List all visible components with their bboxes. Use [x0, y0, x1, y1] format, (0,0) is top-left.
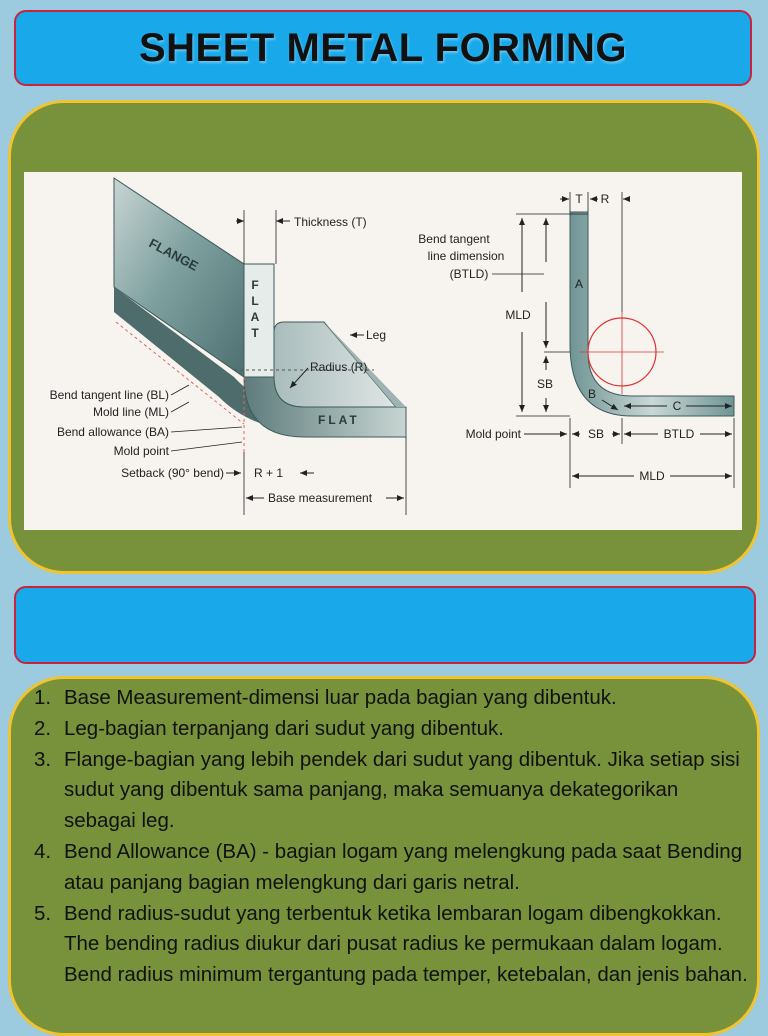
setback-label: Setback (90° bend): [121, 466, 224, 480]
bend-tangent-line-label: Bend tangent line (BL): [50, 388, 169, 402]
base-measurement-label: Base measurement: [268, 491, 373, 505]
diagram-svg: FLANGE F L A T FLAT Thickness (T) Leg Ra…: [50, 177, 735, 515]
sb-horizontal-label: SB: [588, 427, 604, 441]
bend-allowance-label: Bend allowance (BA): [57, 425, 169, 439]
list-item: 2. Leg-bagian terpanjang dari sudut yang…: [34, 714, 750, 745]
list-item-text: Bend radius-sudut yang terbentuk ketika …: [64, 901, 748, 987]
btld-line3: (BTLD): [450, 267, 489, 281]
sheet-metal-diagram: FLANGE F L A T FLAT Thickness (T) Leg Ra…: [24, 172, 742, 530]
list-item-text: Leg-bagian terpanjang dari sudut yang di…: [64, 716, 504, 740]
mld-horizontal-label: MLD: [639, 469, 665, 483]
flat-letter-a: A: [251, 310, 260, 324]
mold-point-label: Mold point: [114, 444, 170, 458]
list-item-text: Base Measurement-dimensi luar pada bagia…: [64, 686, 617, 709]
flat-letter-f: F: [251, 278, 258, 292]
list-item: 3. Flange-bagian yang lebih pendek dari …: [34, 745, 750, 837]
list-item-number: 2.: [34, 716, 52, 740]
t-label: T: [575, 192, 583, 206]
list-item-number: 4.: [34, 839, 52, 863]
btld-line1: Bend tangent: [418, 232, 490, 246]
list-item: 1. Base Measurement-dimensi luar pada ba…: [34, 683, 750, 714]
list-item-number: 5.: [34, 901, 52, 925]
list-item: 4. Bend Allowance (BA) - bagian logam ya…: [34, 837, 750, 899]
leg-label: Leg: [366, 328, 386, 342]
list-item-text: Flange-bagian yang lebih pendek dari sud…: [64, 747, 740, 833]
mold-point-right-label: Mold point: [466, 427, 522, 441]
bent-sheet-3d: [113, 177, 407, 452]
list-item-text: Bend Allowance (BA) - bagian logam yang …: [64, 839, 743, 894]
radius-label: Radius (R): [310, 360, 367, 374]
b-label: B: [588, 387, 596, 401]
definitions-list: 1. Base Measurement-dimensi luar pada ba…: [34, 683, 750, 991]
btld-line2: line dimension: [428, 249, 505, 263]
thickness-label: Thickness (T): [294, 215, 367, 229]
bend-schematic: [569, 211, 735, 417]
definitions-panel: [8, 676, 760, 1036]
list-item-number: 1.: [34, 686, 52, 709]
btld-horizontal-label: BTLD: [664, 427, 695, 441]
list-item: 5. Bend radius-sudut yang terbentuk keti…: [34, 899, 750, 991]
c-label: C: [673, 399, 682, 413]
r-plus-1-label: R + 1: [254, 466, 283, 480]
sb-vertical-label: SB: [537, 377, 553, 391]
mold-line-label: Mold line (ML): [93, 405, 169, 419]
flat-letter-t: T: [251, 326, 259, 340]
a-label: A: [575, 277, 583, 291]
flat-horizontal-label: FLAT: [318, 413, 360, 427]
mld-vertical-label: MLD: [505, 308, 531, 322]
r-label: R: [601, 192, 610, 206]
list-item-number: 3.: [34, 747, 52, 771]
title-banner: SHEET METAL FORMING: [14, 10, 752, 86]
page-title: SHEET METAL FORMING: [138, 25, 627, 70]
subtitle-banner: [14, 586, 756, 664]
flat-letter-l: L: [251, 294, 258, 308]
